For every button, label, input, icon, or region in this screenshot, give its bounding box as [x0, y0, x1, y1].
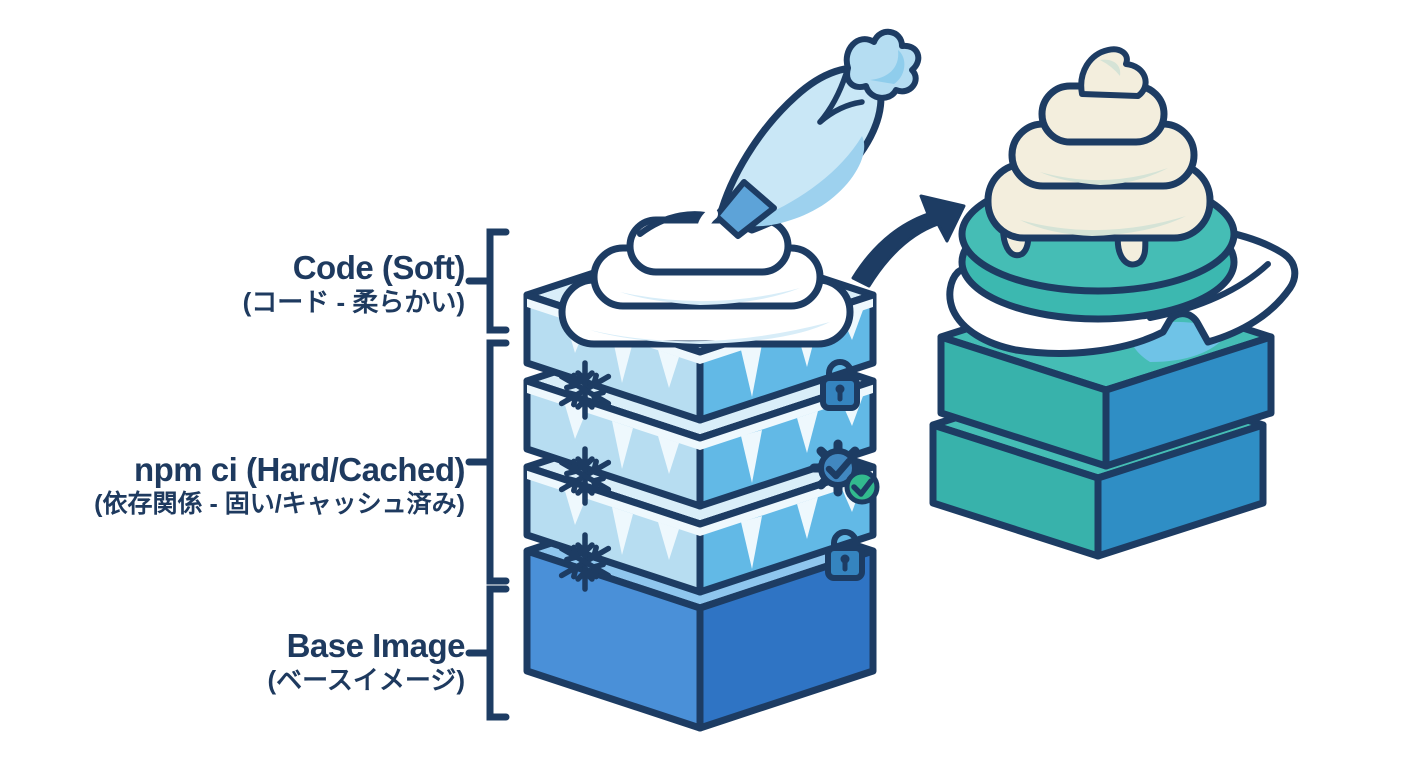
label-group-code: Code (Soft) (コード - 柔らかい)	[20, 249, 466, 318]
label-base-image: Base Image	[286, 627, 466, 664]
bracket-base	[465, 585, 510, 721]
label-code-soft-ja: (コード - 柔らかい)	[242, 287, 465, 317]
arrow-right-icon	[851, 194, 966, 288]
label-group-base: Base Image (ベースイメージ)	[20, 627, 466, 696]
gear-check-icon	[809, 439, 880, 505]
right-cake	[929, 46, 1299, 560]
label-base-image-ja: (ベースイメージ)	[267, 665, 466, 695]
bracket-npm	[465, 339, 510, 585]
left-cake	[523, 29, 922, 732]
label-npm-ci: npm ci (Hard/Cached)	[133, 451, 466, 488]
bracket-code	[465, 228, 510, 334]
label-code-soft: Code (Soft)	[292, 249, 466, 286]
check-badge-icon	[844, 469, 880, 505]
piping-bag	[696, 29, 922, 250]
label-group-npm: npm ci (Hard/Cached) (依存関係 - 固い/キャッシュ済み)	[0, 452, 465, 520]
frosting-strand	[696, 208, 718, 250]
label-npm-ci-ja: (依存関係 - 固い/キャッシュ済み)	[94, 490, 465, 518]
cream-frosting-swirl	[984, 46, 1214, 268]
